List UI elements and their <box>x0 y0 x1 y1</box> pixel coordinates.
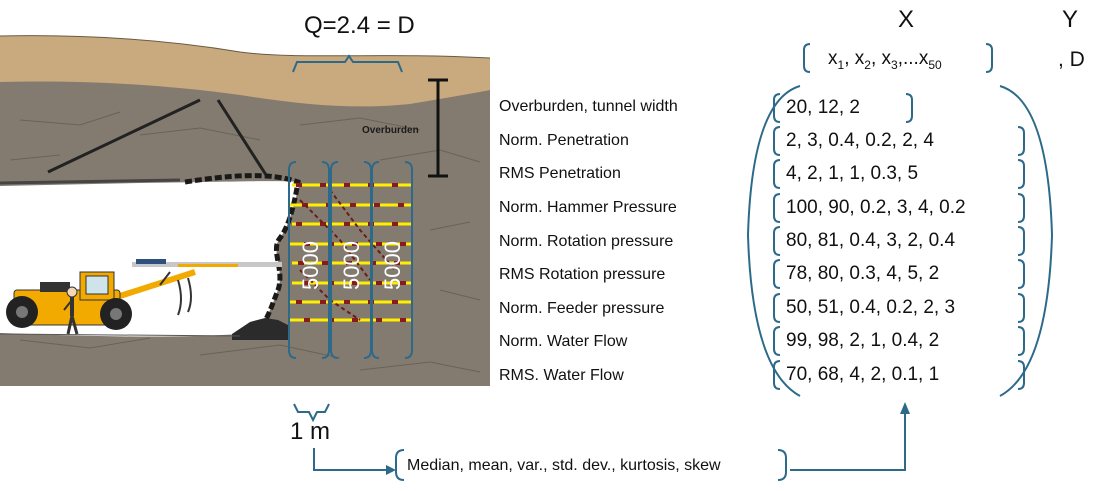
spacing-brace <box>293 403 330 423</box>
arrow-to-matrix <box>790 412 906 471</box>
drill-holes <box>288 183 412 322</box>
round-brackets <box>288 161 413 359</box>
hole-depth-labels: 5000 5000 5000 <box>298 241 405 290</box>
row-brackets <box>773 93 1025 390</box>
param-label: Norm. Hammer Pressure <box>499 199 677 216</box>
param-label: Norm. Rotation pressure <box>499 233 674 250</box>
x-header: X <box>898 6 915 33</box>
matrix-row-values: 50, 51, 0.4, 0.2, 2, 3 <box>786 297 956 318</box>
param-label: RMS Rotation pressure <box>499 266 666 283</box>
feature-symbol: x <box>828 48 838 69</box>
hole-label: 5000 <box>380 241 405 290</box>
matrix-row-values: 70, 68, 4, 2, 0.1, 1 <box>786 364 940 385</box>
fissure <box>47 98 201 174</box>
feature-vector: x1, x2, x3,...x50 <box>828 48 942 72</box>
q-label: Q=2.4 = D <box>304 12 415 39</box>
muck-pile <box>232 318 290 340</box>
matrix-row-values: 4, 2, 1, 1, 0.3, 5 <box>786 163 919 184</box>
q-brace <box>292 54 403 73</box>
overburden-scale-bar <box>428 78 448 178</box>
matrix-row-values: 99, 98, 2, 1, 0.4, 2 <box>786 330 940 351</box>
matrix-row-values: 80, 81, 0.4, 3, 2, 0.4 <box>786 230 956 251</box>
matrix-paren-right <box>999 85 1054 397</box>
param-label: Norm. Feeder pressure <box>499 300 665 317</box>
y-header: Y <box>1062 6 1079 33</box>
feature-symbol: x <box>854 48 865 69</box>
stats-label: Median, mean, var., std. dev., kurtosis,… <box>407 457 721 474</box>
param-label: Norm. Water Flow <box>499 333 628 350</box>
drilling-rig <box>6 259 282 335</box>
feature-symbol: x <box>881 48 892 69</box>
spacing-label: 1 m <box>290 418 331 445</box>
matrix-row-values: 78, 80, 0.3, 4, 5, 2 <box>786 263 940 284</box>
param-label: RMS Penetration <box>499 165 621 182</box>
d-label: , D <box>1058 48 1085 71</box>
param-label: RMS. Water Flow <box>499 367 624 384</box>
param-label: Norm. Penetration <box>499 132 629 149</box>
overburden-label: Overburden <box>362 125 419 136</box>
hole-label: 5000 <box>339 241 364 290</box>
matrix-row-values: 100, 90, 0.2, 3, 4, 0.2 <box>786 197 966 218</box>
matrix-row-values: 2, 3, 0.4, 0.2, 2, 4 <box>786 130 934 151</box>
hole-label: 5000 <box>298 241 323 290</box>
matrix-row-values: 20, 12, 2 <box>786 97 860 118</box>
param-label: Overburden, tunnel width <box>499 98 678 115</box>
rock-texture <box>9 111 481 373</box>
arrow-to-stats <box>313 448 386 471</box>
fissure <box>216 99 270 179</box>
feature-symbol: x <box>918 48 929 69</box>
